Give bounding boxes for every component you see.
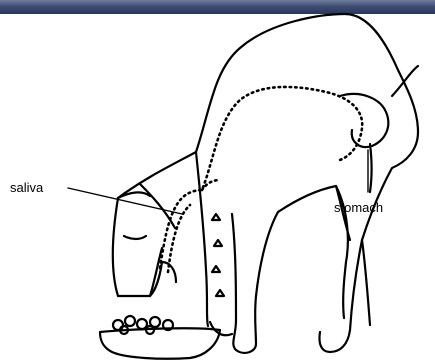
- stomach-label: stomach: [334, 200, 383, 215]
- digestive-tract: [160, 87, 362, 272]
- saliva-drops: [212, 214, 224, 296]
- saliva-label: saliva: [10, 180, 44, 195]
- stomach-shape: [340, 94, 388, 192]
- dog-outline: [113, 14, 418, 353]
- food-bowl: [100, 316, 220, 359]
